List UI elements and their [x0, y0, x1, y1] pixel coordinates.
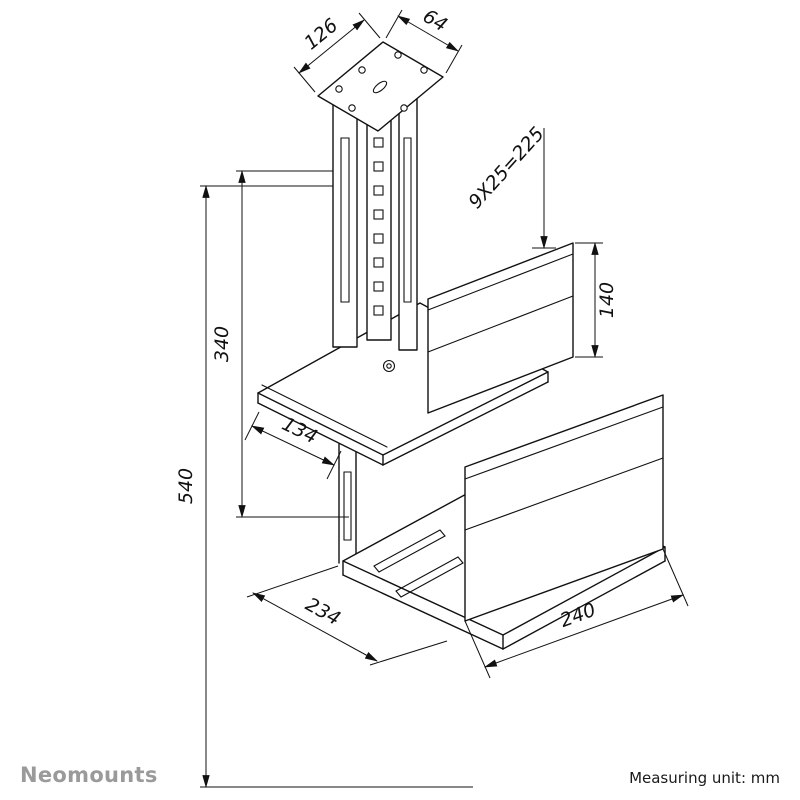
dim-slot-pitch: 9X25=225	[464, 123, 556, 250]
dim-label-lower-holder-width: 240	[557, 599, 599, 632]
lower-holder-panel	[464, 394, 664, 622]
dim-label-upper-holder-height: 140	[596, 282, 618, 318]
brand-logo-text: Neomounts	[20, 763, 158, 787]
column-left-rail	[332, 94, 358, 348]
dim-label-plate-depth: 64	[419, 5, 451, 36]
footer: Neomounts Measuring unit: mm	[20, 763, 780, 787]
dim-total-length: 540	[175, 184, 473, 789]
dim-lower-holder-width: 240	[464, 548, 689, 679]
bracket-screw	[382, 359, 396, 373]
tray-adjustment-slots	[373, 529, 464, 598]
dim-label-slot-pitch: 9X25=225	[464, 123, 548, 213]
dim-upper-holder-height: 140	[575, 241, 618, 359]
upper-holder-panel	[427, 242, 574, 414]
dim-inner-column-length: 340	[211, 169, 349, 519]
dim-label-lower-holder-depth: 234	[302, 593, 344, 630]
measuring-unit-note: Measuring unit: mm	[629, 769, 780, 787]
center-slot	[372, 80, 388, 94]
adjustment-hole-strip	[366, 99, 392, 341]
column-right-rail	[398, 84, 418, 351]
dim-label-total-length: 540	[175, 468, 197, 504]
dim-label-inner-column-length: 340	[211, 326, 233, 362]
dim-label-plate-width: 126	[300, 14, 342, 54]
connector-bar	[338, 443, 357, 564]
